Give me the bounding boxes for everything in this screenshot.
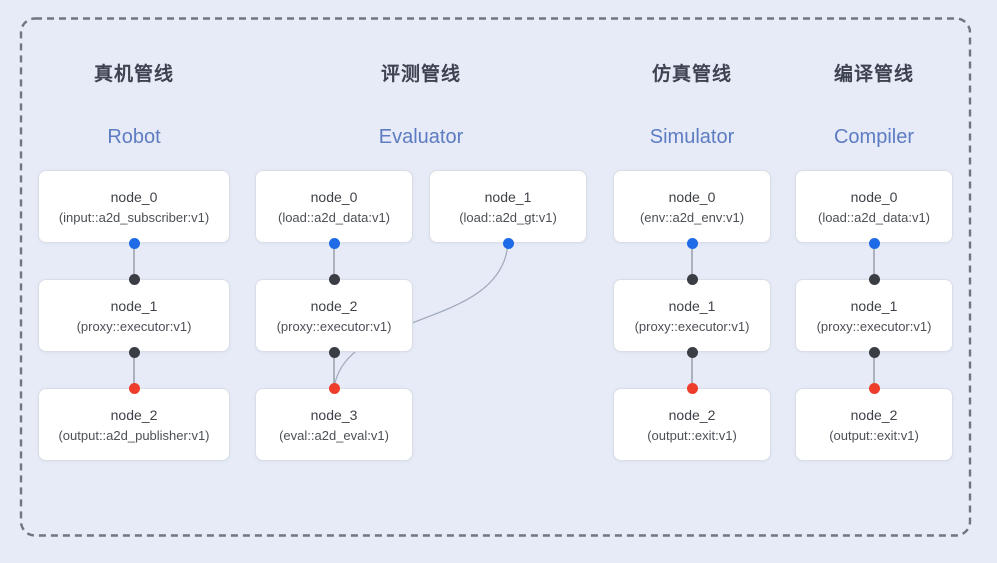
node-name: node_0 <box>310 188 358 205</box>
compiler-node-1-box: node_1 (proxy::executor:v1) <box>795 279 953 352</box>
simulator-node-0-box: node_0 (env::a2d_env:v1) <box>613 170 771 243</box>
node-type: (proxy::executor:v1) <box>76 318 192 334</box>
compiler-node-0-box: node_0 (load::a2d_data:v1) <box>795 170 953 243</box>
evaluator-node-0-box: node_0 (load::a2d_data:v1) <box>255 170 413 243</box>
compiler-node1-input-port-dot <box>868 273 880 285</box>
node-name: node_1 <box>110 297 158 314</box>
node-name: node_2 <box>110 406 158 423</box>
node-name: node_1 <box>668 297 716 314</box>
evaluator-node-1-box: node_1 (load::a2d_gt:v1) <box>429 170 587 243</box>
node-type: (output::exit:v1) <box>829 427 919 443</box>
simulator-node0-output-port-dot <box>686 237 698 249</box>
robot-node0-output-port-dot <box>128 237 140 249</box>
compiler-node0-output-port-dot <box>868 237 880 249</box>
node-type: (eval::a2d_eval:v1) <box>279 427 389 443</box>
simulator-node-2-box: node_2 (output::exit:v1) <box>613 388 771 461</box>
simulator-cn-title: 仿真管线 <box>651 64 732 85</box>
node-name: node_0 <box>850 188 898 205</box>
node-name: node_2 <box>850 406 898 423</box>
node-type: (load::a2d_data:v1) <box>277 209 391 225</box>
compiler-cn-title: 编译管线 <box>833 64 914 85</box>
node-type: (proxy::executor:v1) <box>634 318 750 334</box>
evaluator-node-3-box: node_3 (eval::a2d_eval:v1) <box>255 388 413 461</box>
robot-node-1-box: node_1 (proxy::executor:v1) <box>38 279 230 352</box>
node-name: node_2 <box>310 297 358 314</box>
node-type: (output::a2d_publisher:v1) <box>58 427 210 443</box>
robot-node-0-box: node_0 (input::a2d_subscriber:v1) <box>38 170 230 243</box>
dashed-border <box>19 17 972 537</box>
node-name: node_0 <box>668 188 716 205</box>
evaluator-node3-input-port-dot <box>328 382 340 394</box>
evaluator-node1-output-port-dot <box>502 237 514 249</box>
simulator-node1-output-port-dot <box>686 346 698 358</box>
evaluator-node2-input-port-dot <box>328 273 340 285</box>
compiler-node-2-box: node_2 (output::exit:v1) <box>795 388 953 461</box>
evaluator-node-2-box: node_2 (proxy::executor:v1) <box>255 279 413 352</box>
simulator-node1-input-port-dot <box>686 273 698 285</box>
compiler-en-title: Compiler <box>833 126 915 148</box>
simulator-node-1-box: node_1 (proxy::executor:v1) <box>613 279 771 352</box>
robot-node1-input-port-dot <box>128 273 140 285</box>
node-type: (load::a2d_gt:v1) <box>459 209 557 225</box>
node-name: node_1 <box>850 297 898 314</box>
compiler-node1-output-port-dot <box>868 346 880 358</box>
robot-cn-title: 真机管线 <box>93 64 174 85</box>
node-name: node_1 <box>484 188 532 205</box>
robot-node1-output-port-dot <box>128 346 140 358</box>
node-type: (output::exit:v1) <box>647 427 737 443</box>
node-type: (proxy::executor:v1) <box>276 318 392 334</box>
robot-en-title: Robot <box>107 126 161 148</box>
node-name: node_3 <box>310 406 358 423</box>
edge-evaluator-1-3-curve <box>333 242 509 389</box>
robot-node-2-box: node_2 (output::a2d_publisher:v1) <box>38 388 230 461</box>
node-type: (env::a2d_env:v1) <box>639 209 745 225</box>
simulator-node2-input-port-dot <box>686 382 698 394</box>
evaluator-en-title: Evaluator <box>378 126 464 148</box>
compiler-node2-input-port-dot <box>868 382 880 394</box>
node-name: node_0 <box>110 188 158 205</box>
node-type: (load::a2d_data:v1) <box>817 209 931 225</box>
evaluator-cn-title: 评测管线 <box>380 64 461 85</box>
evaluator-node2-output-port-dot <box>328 346 340 358</box>
node-type: (proxy::executor:v1) <box>816 318 932 334</box>
robot-node2-input-port-dot <box>128 382 140 394</box>
simulator-en-title: Simulator <box>649 126 735 148</box>
node-type: (input::a2d_subscriber:v1) <box>58 209 210 225</box>
node-name: node_2 <box>668 406 716 423</box>
evaluator-node0-output-port-dot <box>328 237 340 249</box>
